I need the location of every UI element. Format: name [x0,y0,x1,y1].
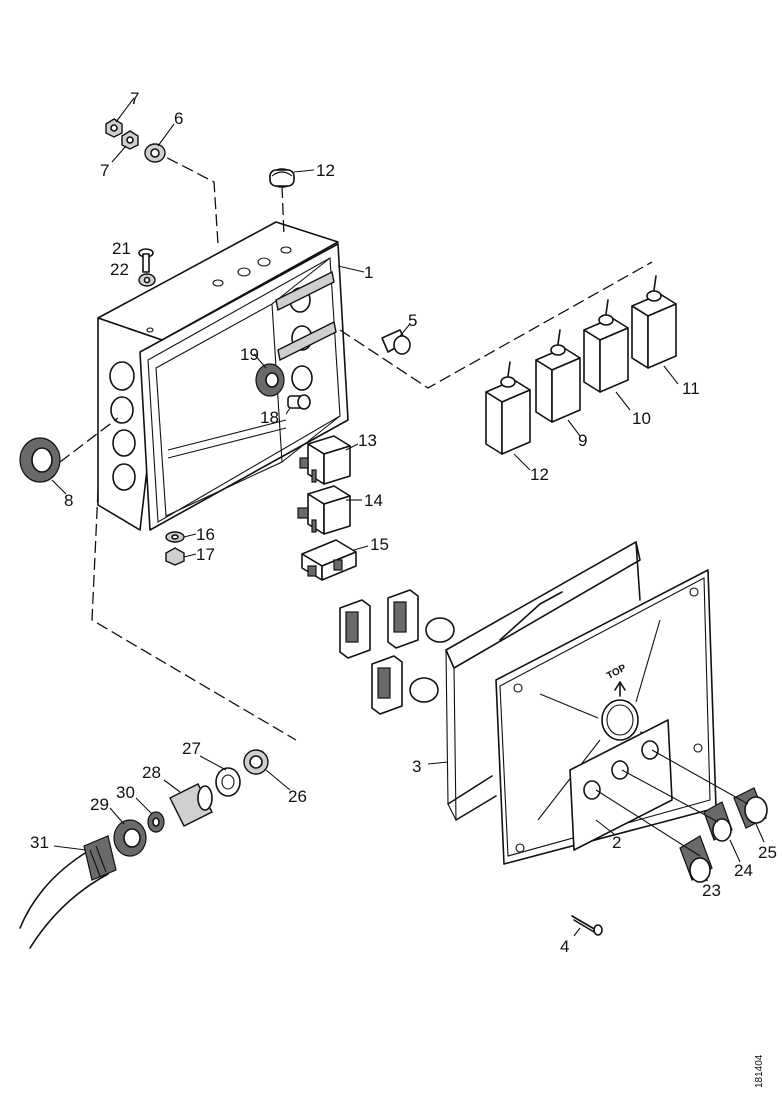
pushbutton-24 [703,801,733,842]
gasket-3 [445,541,641,821]
label-part-15: 15 [370,535,389,554]
breaker-11 [631,275,677,369]
screw-18 [287,394,311,410]
gland-body-28 [169,783,213,827]
label-part-1: 1 [364,263,373,282]
washer-22 [138,273,156,287]
label-part-5: 5 [408,311,417,330]
label-part-11: 11 [682,379,700,398]
label-part-12-breaker: 12 [530,465,549,484]
washer-16 [165,531,185,543]
label-part-23: 23 [702,881,721,900]
plug-12 [269,168,295,188]
label-part-30: 30 [116,783,135,802]
enclosure-box [97,221,349,531]
label-part-29: 29 [90,795,109,814]
ring-26 [243,749,269,775]
label-part-3: 3 [412,757,421,776]
switch-block-c [371,655,439,715]
label-part-2: 2 [612,833,621,852]
breaker-9 [535,329,581,423]
switch-block-a [339,599,371,659]
cap-nut-29 [113,819,147,857]
label-part-22: 22 [110,260,129,279]
label-part-12-plug: 12 [316,161,335,180]
label-part-31: 31 [30,833,49,852]
leader-lines [51,97,765,937]
screw-5 [381,329,411,355]
label-part-7-upper: 7 [130,89,139,108]
ring-27 [215,767,241,797]
label-part-28: 28 [142,763,161,782]
label-part-9: 9 [578,431,587,450]
front-panel-2 [495,569,717,865]
nut-7-lower [121,130,139,150]
label-part-24: 24 [734,861,753,880]
label-part-27: 27 [182,739,201,758]
label-part-7-lower: 7 [100,161,109,180]
breaker-12 [485,361,531,455]
washer-6 [144,143,166,163]
label-part-4: 4 [560,937,569,956]
label-part-16: 16 [196,525,215,544]
switch-block-b [387,589,455,649]
pushbutton-23 [679,835,713,883]
screw-21 [138,248,154,273]
label-part-18: 18 [260,408,279,427]
leader-dashes [59,149,653,741]
label-part-8: 8 [64,491,73,510]
nut-17 [165,547,185,566]
relay-15 [301,539,357,581]
label-part-19: 19 [240,345,259,364]
gland-19 [255,363,285,397]
pushbutton-25 [733,787,768,829]
label-part-10: 10 [632,409,651,428]
grommet-8 [19,437,61,483]
screw-4 [571,915,603,936]
label-part-17: 17 [196,545,215,564]
label-part-6: 6 [174,109,183,128]
label-part-26: 26 [288,787,307,806]
conduit-31 [19,835,117,949]
seal-30 [147,811,165,833]
nut-7-upper [105,118,123,138]
relay-13 [299,435,351,485]
label-part-14: 14 [364,491,383,510]
label-part-13: 13 [358,431,377,450]
label-part-25: 25 [758,843,777,862]
label-part-21: 21 [112,239,131,258]
breaker-10 [583,299,629,393]
drawing-number: 181404 [754,1054,765,1088]
relay-14 [297,485,351,535]
